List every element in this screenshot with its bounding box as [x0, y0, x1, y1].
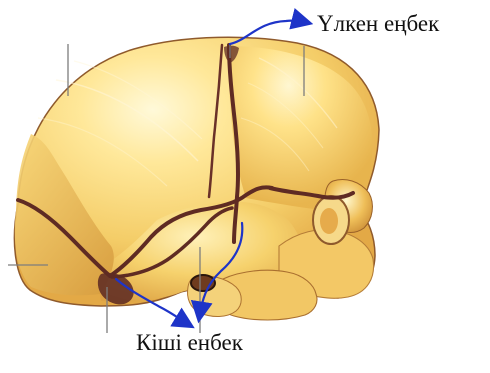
large-fontanelle-label: Үлкен еңбек: [317, 12, 439, 35]
orbit-inner: [320, 208, 338, 234]
small-fontanelle-label: Кіші енбек: [136, 331, 243, 354]
